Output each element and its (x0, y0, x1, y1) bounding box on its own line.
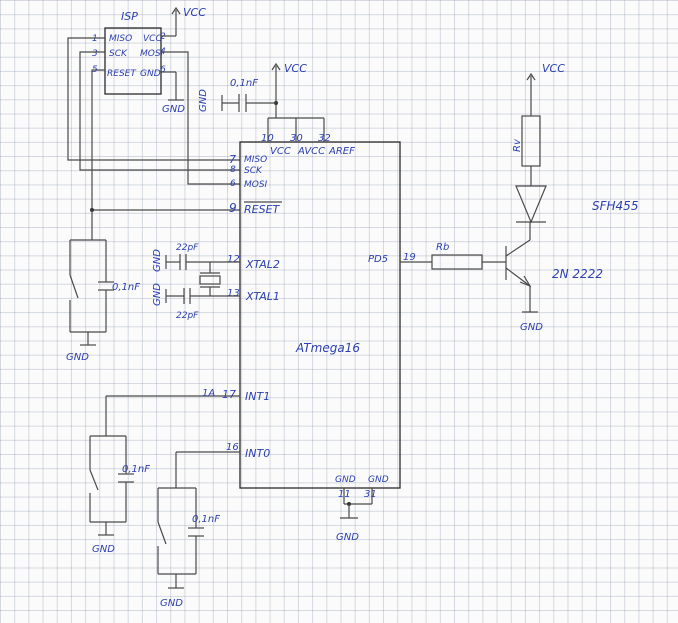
rb-label: Rb (436, 242, 449, 253)
pin-mosi-num: 6 (230, 179, 236, 189)
pin-reset-name: RESET (244, 203, 281, 216)
isp-pin-3-name: SCK (109, 49, 128, 59)
mcu-decoupling-gnd: GND (198, 89, 209, 112)
pin-vcc-num: 10 (261, 133, 274, 144)
isp-pin-3-num: 3 (92, 49, 98, 59)
pin-int1-name: INT1 (245, 390, 270, 403)
pin-int0-name: INT0 (245, 447, 270, 460)
crystal-network: GND 22pF GND 22pF (152, 243, 240, 321)
mcu-decoupling-cap-value: 0,1nF (230, 78, 258, 89)
pin-miso-num: 7 (229, 153, 236, 166)
pin-sck-name: SCK (244, 166, 263, 176)
int1-cap-value: 0,1nF (122, 464, 150, 475)
isp-pin-2-num: 2 (160, 32, 166, 42)
pin-pd5-num: 19 (403, 252, 416, 263)
isp-pin-4-name: MOSI (140, 49, 164, 59)
pin-gnd2-num: 31 (364, 489, 377, 500)
pin-aref-name: AREF (328, 146, 355, 157)
rv-label: Rv (512, 138, 523, 152)
isp-vcc-symbol: VCC (161, 6, 206, 37)
pin-xtal2-name: XTAL2 (245, 258, 280, 271)
int0-network: 0,1nF GND (157, 451, 240, 609)
mcu-name: ATmega16 (295, 341, 360, 355)
isp-connector: ISP 1 MISO 3 SCK 5 RESET VCC 2 MOSI 4 GN… (92, 10, 166, 95)
pin-miso-name: MISO (244, 155, 267, 165)
isp-pin-5-name: RESET (107, 69, 137, 79)
xtal1-cap-value: 22pF (176, 311, 199, 321)
int0-gnd-label: GND (160, 598, 183, 609)
mcu-gnd-label: GND (336, 532, 359, 543)
pin-xtal1-num: 13 (227, 288, 240, 299)
isp-vcc-label: VCC (183, 6, 206, 19)
isp-gnd-symbol: GND (161, 71, 185, 115)
int0-cap-value: 0,1nF (192, 514, 220, 525)
isp-title: ISP (121, 10, 138, 23)
int1-mark: 1A (202, 388, 215, 399)
pin-avcc-name: AVCC (297, 146, 325, 157)
xtal1-gnd: GND (152, 283, 163, 306)
xtal2-cap-value: 22pF (176, 243, 199, 253)
isp-pin-2-name: VCC (143, 34, 162, 44)
pin-xtal1-name: XTAL1 (245, 290, 280, 303)
pin-reset-num: 9 (229, 201, 237, 215)
reset-gnd-label: GND (66, 352, 89, 363)
driver-vcc-label: VCC (542, 62, 565, 75)
ir-led-label: SFH455 (592, 199, 638, 213)
pin-xtal2-num: 12 (227, 254, 240, 265)
pin-int1-num: 17 (222, 388, 236, 401)
mcu-power-network: VCC GND 0,1nF (198, 62, 325, 142)
pin-gnd2-name: GND (368, 475, 389, 485)
xtal2-gnd: GND (152, 249, 163, 272)
mcu-atmega16: ATmega16 10 VCC 30 AVCC 32 AREF 7 MISO 8… (222, 133, 416, 500)
isp-pin-6-num: 6 (160, 65, 166, 75)
isp-gnd-label: GND (162, 104, 185, 115)
mcu-vcc-label: VCC (284, 62, 307, 75)
pin-int0-num: 16 (226, 442, 239, 453)
pin-vcc-name: VCC (270, 146, 291, 157)
pin-sck-num: 8 (230, 165, 236, 175)
transistor-label: 2N 2222 (552, 267, 603, 281)
int1-network: 1A 0,1nF GND (89, 388, 240, 555)
isp-pin-1-name: MISO (109, 34, 132, 44)
isp-wiring (67, 37, 240, 211)
pin-pd5-name: PD5 (368, 254, 388, 265)
driver-gnd-label: GND (520, 322, 543, 333)
isp-pin-6-name: GND (140, 69, 161, 79)
mcu-gnd-network: GND (336, 488, 373, 543)
reset-cap-value: 0,1nF (112, 282, 140, 293)
reset-network: 0,1nF GND (66, 208, 140, 363)
pin-mosi-name: MOSI (244, 180, 268, 190)
ir-led-driver: Rb GND 2N 2222 SFH455 Rv VCC (400, 62, 638, 333)
pin-gnd1-name: GND (335, 475, 356, 485)
isp-pin-1-num: 1 (92, 34, 98, 44)
int1-gnd-label: GND (92, 544, 115, 555)
